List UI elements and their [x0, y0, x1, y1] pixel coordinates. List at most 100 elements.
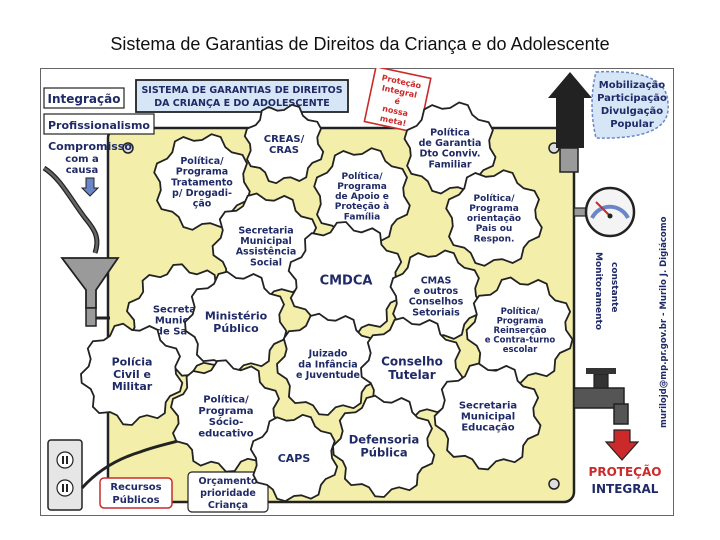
pressure-gauge-icon — [573, 186, 636, 238]
orcamento-line-2: prioridade — [200, 488, 256, 499]
gear-label-line: Dto Conviv. — [420, 149, 481, 160]
gear-label-line: Civil e — [113, 368, 151, 381]
gear-label-line: Conselhos — [409, 297, 464, 308]
gear-label-line: Familiar — [428, 159, 471, 170]
gear-label-line: Ministério — [205, 310, 268, 323]
gear-label-line: Programa — [497, 317, 544, 327]
label-compromisso-1: Compromisso — [48, 140, 132, 153]
gear-label-line: Programa — [176, 167, 228, 178]
recursos-line-2: Públicos — [112, 494, 159, 506]
gear-label-line: Família — [344, 212, 380, 222]
label-integracao: Integração — [48, 92, 121, 106]
gear-label-line: Tutelar — [388, 368, 435, 382]
left-labels: Integração Profissionalismo Compromisso … — [43, 87, 155, 197]
gear-2: CREAS/CRAS — [243, 103, 325, 185]
gear-label-line: e outros — [414, 286, 459, 297]
gear-label-line: Defensoria — [349, 433, 419, 447]
author-credit: murilojd@mp.pr.gov.br - Murilo J. Digiác… — [659, 216, 669, 428]
gear-label-line: Pais ou — [476, 224, 513, 234]
gear-label-line: Pública — [360, 446, 407, 460]
output-line-1: PROTEÇÃO — [589, 464, 662, 479]
gear-label-line: Público — [213, 322, 259, 335]
gear-shape — [313, 147, 411, 245]
gear-label-line: CMDCA — [320, 274, 373, 289]
budget-labels: Recursos Públicos Orçamento prioridade C… — [99, 471, 269, 513]
gear-label-line: Secretaria — [238, 225, 293, 236]
gear-label-line: CAPS — [278, 452, 311, 465]
mobilizacao-line-2: Participação — [597, 93, 667, 104]
faucet-icon — [573, 368, 629, 425]
gear-label-line: orientação — [467, 214, 521, 224]
gear-label-line: Política/ — [501, 307, 541, 317]
funnel-icon — [42, 165, 120, 327]
gear-8: CMDCA — [287, 221, 405, 339]
mobilizacao-line-1: Mobilização — [599, 80, 666, 91]
gear-label-line: CRAS — [269, 145, 299, 156]
mobilizacao-line-4: Popular — [610, 119, 654, 130]
gear-shape — [80, 322, 184, 426]
gear-shape — [243, 103, 325, 185]
gear-label-line: Secretaria — [153, 304, 211, 315]
gear-label-line: educativo — [198, 428, 253, 439]
arrow-down-icon — [80, 177, 100, 197]
system-banner: SISTEMA DE GARANTIAS DE DIREITOS DA CRIA… — [135, 79, 349, 113]
gear-shape — [332, 394, 436, 498]
gear-label-line: Juizado — [308, 349, 348, 360]
gear-label-line: Proteção à — [335, 202, 389, 212]
gear-label-line: e Juventude — [296, 370, 360, 381]
mobilization-box: Mobilização Participação Divulgação Popu… — [591, 70, 669, 139]
gear-label-line: Setoriais — [412, 307, 460, 318]
gear-label-line: Política — [430, 127, 470, 138]
gear-label-line: p/ Drogadi- — [172, 188, 232, 199]
monitor-left-column: Monitoramento — [593, 252, 603, 330]
power-outlet-icon — [47, 439, 83, 511]
gear-system-diagram: .outline { fill:none; stroke:#222; strok… — [40, 68, 674, 516]
recursos-line-1: Recursos — [110, 482, 161, 493]
gear-shape — [465, 276, 574, 385]
page-title: Sistema de Garantias de Direitos da Cria… — [110, 34, 610, 54]
gear-shape — [249, 413, 339, 503]
label-compromisso-3: causa — [66, 165, 99, 176]
gear-label-line: Política/ — [203, 394, 249, 406]
gear-label-line: de Garantia — [419, 138, 482, 149]
gear-label-line: Assistência — [236, 247, 297, 258]
mobilizacao-line-3: Divulgação — [601, 106, 663, 117]
gear-shape — [433, 362, 542, 471]
gear-label-line: Polícia — [112, 356, 153, 369]
gear-label-line: CREAS/ — [264, 134, 305, 145]
label-compromisso-2: com a — [65, 154, 98, 165]
monitor-right-column: constante — [609, 262, 619, 312]
orcamento-line-1: Orçamento — [199, 476, 258, 487]
gear-shape — [445, 169, 543, 267]
protection-stamp: Proteção Integral é nossa meta! — [363, 68, 432, 135]
gear-label-line: Política/ — [180, 156, 224, 167]
gear-shape — [184, 270, 288, 374]
gear-label-line: Militar — [112, 380, 153, 393]
gear-label-line: Educação — [461, 423, 514, 434]
gear-label-line: Programa — [198, 406, 253, 417]
gear-label-line: Conselho — [381, 355, 443, 369]
gear-label-line: ção — [193, 199, 212, 210]
gear-label-line: de Apoio e — [335, 192, 389, 202]
output-line-2: INTEGRAL — [592, 482, 659, 496]
orcamento-line-3: Criança — [208, 500, 248, 511]
gear-shape — [276, 312, 380, 416]
gear-label-line: da Infância — [298, 359, 357, 370]
gear-label-line: Municipal — [461, 412, 515, 423]
gear-label-line: e Contra-turno — [485, 336, 556, 346]
gear-shape — [389, 249, 483, 343]
stamp-line-3: é — [394, 95, 402, 106]
gear-shape — [287, 221, 405, 339]
gear-label-line: Programa — [337, 182, 387, 192]
gear-label-line: Política/ — [341, 172, 383, 182]
gear-label-line: Social — [250, 257, 282, 268]
